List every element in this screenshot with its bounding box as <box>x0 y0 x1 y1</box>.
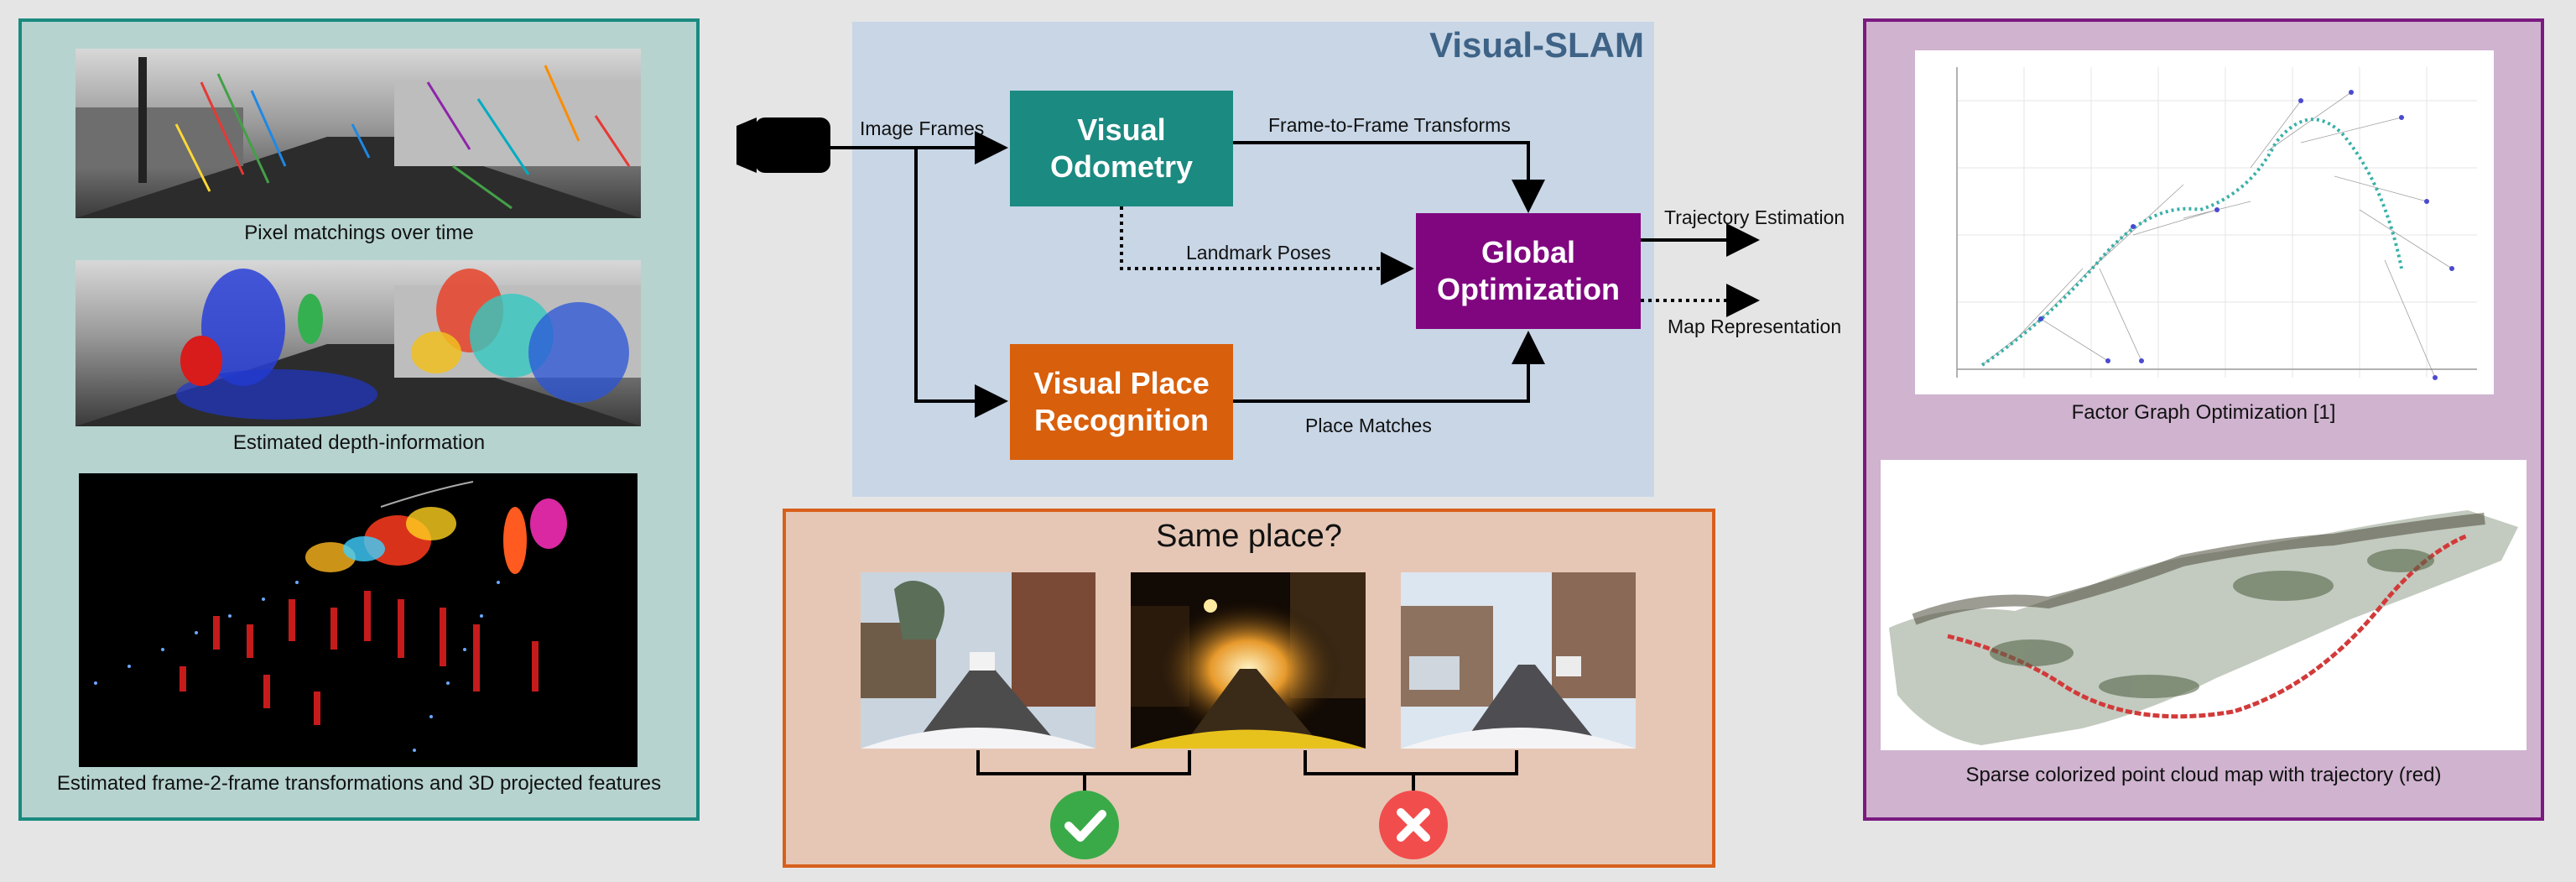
pixel-matching-caption: Pixel matchings over time <box>244 222 474 244</box>
place-image-other <box>1401 572 1636 749</box>
visual-odometry-label-line2: Odometry <box>1049 149 1194 184</box>
depth-estimation-image <box>75 260 641 426</box>
visual-place-recognition-label-line2: Recognition <box>1034 403 1209 437</box>
frame-to-frame-label: Frame-to-Frame Transforms <box>1268 114 1511 136</box>
global-optimization-label-line2: Optimization <box>1437 272 1620 306</box>
place-image-day <box>861 572 1095 749</box>
pixel-matching-image <box>75 49 641 218</box>
visual-place-recognition-label-line1: Visual Place <box>1033 366 1210 400</box>
match-check-icon <box>1050 791 1119 859</box>
depth-estimation-caption: Estimated depth-information <box>232 431 486 454</box>
place-image-night <box>1131 572 1366 749</box>
camera-icon <box>736 117 830 173</box>
visual-slam-title: Visual-SLAM <box>1429 25 1644 65</box>
mismatch-cross-icon <box>1379 791 1448 859</box>
projected-features-image <box>79 473 637 767</box>
projected-features-caption: Estimated frame-2-frame transformations … <box>56 772 662 795</box>
image-frames-label: Image Frames <box>860 117 985 139</box>
visual-odometry-label-line1: Visual <box>1077 112 1166 147</box>
factor-graph-caption: Factor Graph Optimization [1] <box>2071 401 2336 424</box>
landmark-poses-label: Landmark Poses <box>1186 242 1331 264</box>
factor-graph-image <box>1915 50 2494 394</box>
global-optimization-label-line1: Global <box>1481 235 1575 269</box>
point-cloud-map-image <box>1881 460 2527 750</box>
point-cloud-map-caption: Sparse colorized point cloud map with tr… <box>1965 764 2442 786</box>
place-matches-label: Place Matches <box>1305 415 1432 436</box>
map-representation-label: Map Representation <box>1668 316 1842 337</box>
same-place-question: Same place? <box>1156 519 1342 554</box>
